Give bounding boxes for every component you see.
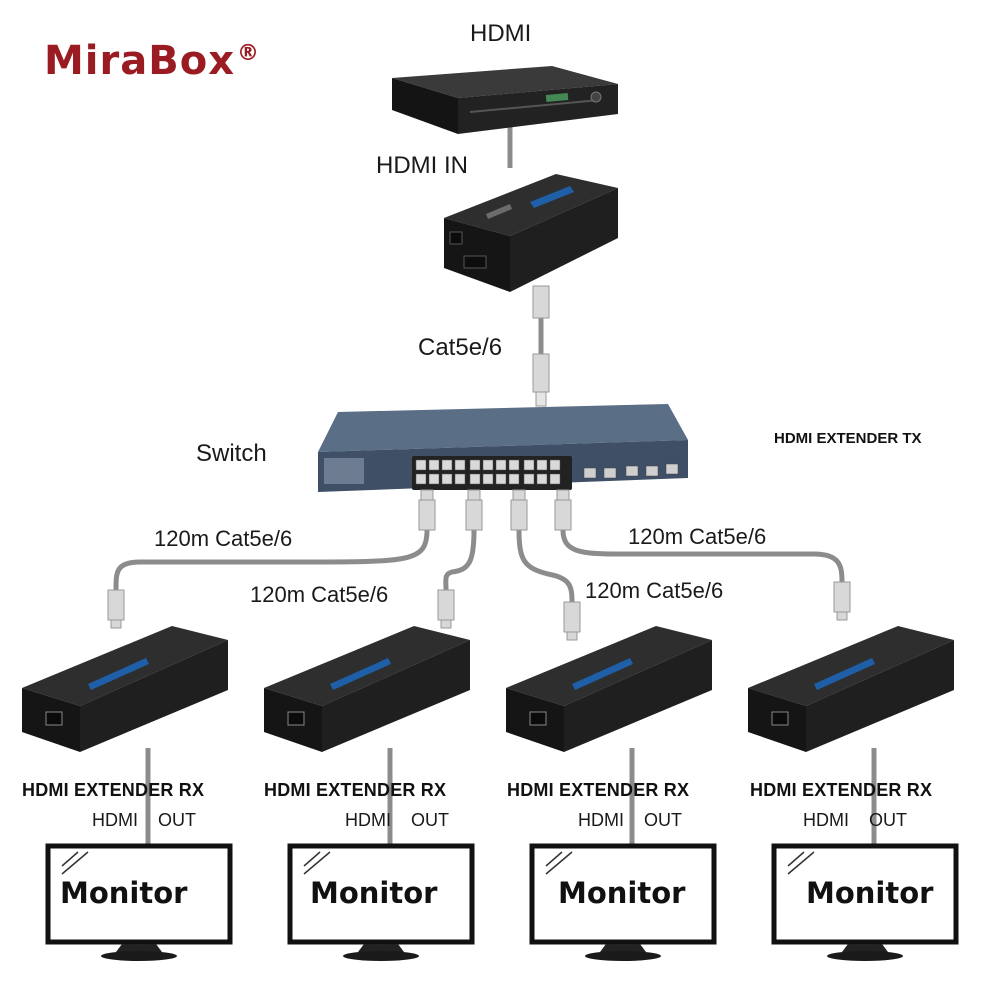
cable-run-1-label: 120m Cat5e/6 (154, 526, 293, 551)
rx-blue-label-icon (572, 658, 633, 690)
brand-logo: MiraBox® (44, 38, 261, 84)
monitor-2-label: Monitor (310, 876, 438, 910)
rx-4-title: HDMI EXTENDER RX (750, 780, 933, 800)
receiver-unit-1 (22, 626, 228, 846)
rx-2-title: HDMI EXTENDER RX (264, 780, 447, 800)
cable-run-3-label: 120m Cat5e/6 (585, 578, 724, 603)
rj45-port-icon (287, 711, 305, 726)
rx-blue-label-icon (330, 658, 391, 690)
hdmi-port-icon (463, 255, 487, 269)
cable-run-2 (443, 529, 477, 591)
cable-run-4 (560, 529, 845, 583)
cable-run-3 (516, 529, 575, 603)
network-switch (318, 404, 688, 492)
uplink-cable (532, 285, 550, 407)
rx-1-hdmi-label: HDMI (92, 810, 138, 830)
rx-2-hdmi-label: HDMI (345, 810, 391, 830)
receiver-plugs (107, 581, 851, 641)
cable-run-2-label: 120m Cat5e/6 (250, 582, 389, 607)
switch-label: Switch (196, 440, 267, 467)
monitor-1-label: Monitor (60, 876, 188, 910)
monitor-3 (529, 843, 717, 961)
rx-1-title: HDMI EXTENDER RX (22, 780, 205, 800)
tx-title-label: HDMI EXTENDER TX (774, 430, 922, 447)
rx-3-title: HDMI EXTENDER RX (507, 780, 690, 800)
rx-4-out-label: OUT (869, 810, 907, 830)
rx-1-out-label: OUT (158, 810, 196, 830)
monitor-2 (287, 843, 475, 961)
monitor-4-label: Monitor (806, 876, 934, 910)
receiver-unit-3 (506, 626, 712, 846)
tx-blue-label-icon (530, 186, 574, 208)
cable-run-1 (113, 529, 430, 591)
uplink-cable-label: Cat5e/6 (418, 334, 503, 361)
monitor-3-label: Monitor (558, 876, 686, 910)
rj45-port-icon (771, 711, 789, 726)
tx-input-label: HDMI IN (376, 152, 468, 179)
rx-blue-label-icon (814, 658, 875, 690)
switch-plugs (418, 489, 572, 531)
rx-3-hdmi-label: HDMI (578, 810, 624, 830)
tx-extender-device (444, 174, 618, 292)
receiver-unit-2 (264, 626, 470, 846)
rj45-port-icon (45, 711, 63, 726)
rj45-port-icon (529, 711, 547, 726)
rx-4-hdmi-label: HDMI (803, 810, 849, 830)
receiver-unit-4 (748, 626, 954, 846)
rx-2-out-label: OUT (411, 810, 449, 830)
cable-run-4-label: 120m Cat5e/6 (628, 524, 767, 549)
hdmi-source-player (392, 66, 618, 134)
rx-blue-label-icon (88, 658, 149, 690)
monitor-1 (45, 843, 233, 961)
rx-3-out-label: OUT (644, 810, 682, 830)
receivers-group (22, 626, 959, 961)
monitor-4 (771, 843, 959, 961)
source-label: HDMI (470, 20, 532, 47)
